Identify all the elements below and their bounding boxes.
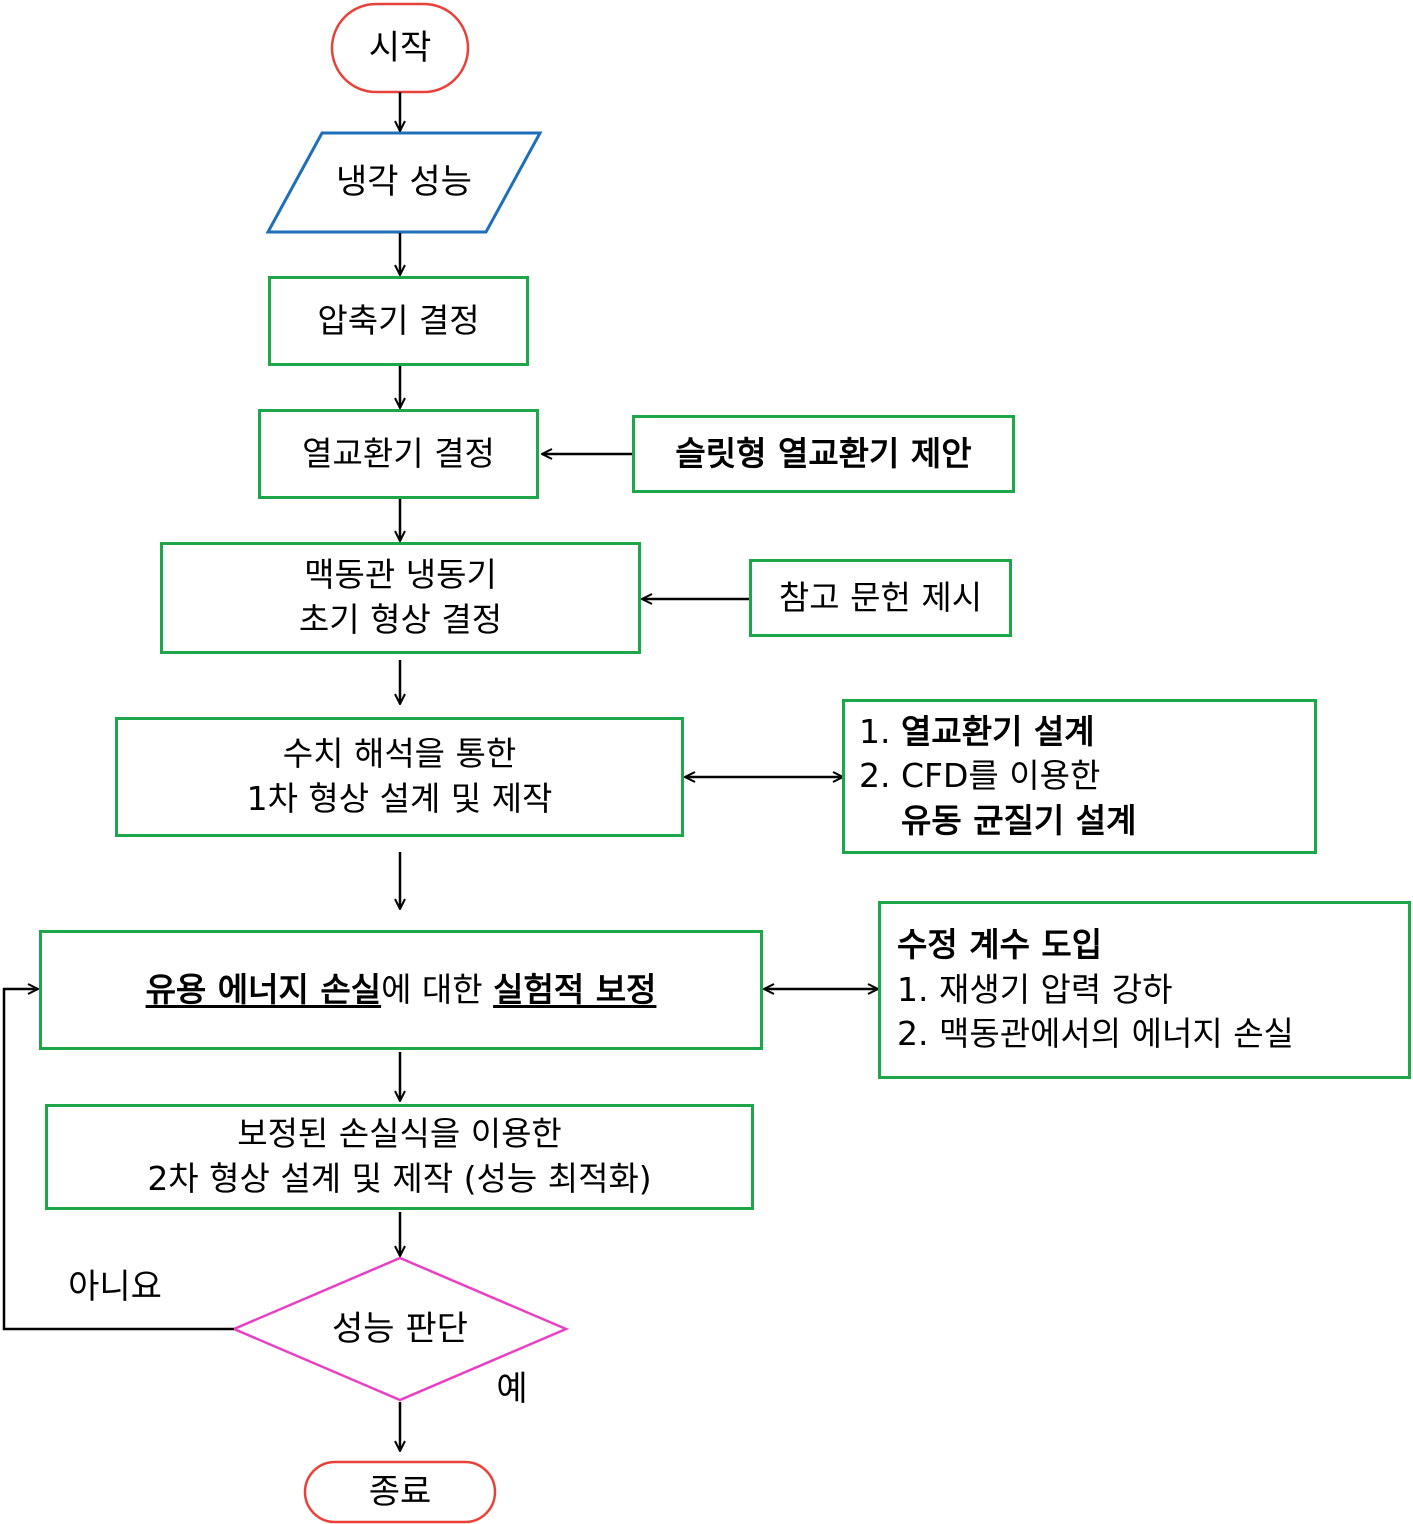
- input-text: 냉각 성능: [336, 162, 472, 203]
- coef-line-2: 2. 맥동관에서의 에너지 손실: [897, 1014, 1294, 1054]
- second-line-1: 보정된 손실식을 이용한: [237, 1114, 562, 1154]
- design-line-2: 2. CFD를 이용한: [859, 756, 1101, 796]
- pulse-init-line-2: 초기 형상 결정: [298, 600, 503, 639]
- calibration-box: 유용 에너지 손실에 대한 실험적 보정: [39, 930, 763, 1050]
- pulse-init-line-1: 맥동관 냉동기: [304, 555, 497, 595]
- yes-label: 예: [484, 1364, 540, 1414]
- calibration-part-2: 에 대한: [381, 969, 494, 1009]
- design-line-3: 유동 균질기 설계: [901, 800, 1137, 840]
- numerical-line-1: 수치 해석을 통한: [282, 734, 517, 774]
- coef-box: 수정 계수 도입 1. 재생기 압력 강하 2. 맥동관에서의 에너지 손실: [878, 901, 1411, 1079]
- input-parallelogram: [265, 131, 543, 234]
- end-label: 종료: [305, 1462, 495, 1522]
- slit-hex-box: 슬릿형 열교환기 제안: [632, 415, 1015, 493]
- decision-diamond: [230, 1256, 570, 1402]
- hex-text: 열교환기 결정: [302, 433, 495, 473]
- start-text: 시작: [368, 27, 432, 68]
- reference-box: 참고 문헌 제시: [749, 559, 1012, 637]
- compressor-box: 압축기 결정: [268, 276, 529, 366]
- design-l1-bold: 열교환기 설계: [900, 711, 1095, 751]
- calibration-part-1: 유용 에너지 손실: [145, 969, 382, 1009]
- coef-title: 수정 계수 도입: [897, 925, 1103, 965]
- end-terminal: [303, 1460, 497, 1524]
- arrow-no-feedback-loop: [2, 989, 234, 1331]
- calibration-text: 유용 에너지 손실에 대한 실험적 보정: [146, 968, 657, 1013]
- decision-text: 성능 판단: [332, 1308, 468, 1349]
- second-line-2: 2차 형상 설계 및 제작 (성능 최적화): [147, 1159, 652, 1198]
- pulse-init-box: 맥동관 냉동기 초기 형상 결정: [160, 542, 641, 654]
- design-l1-num: 1.: [859, 711, 901, 751]
- slit-hex-text: 슬릿형 열교환기 제안: [675, 433, 972, 473]
- second-design-box: 보정된 손실식을 이용한 2차 형상 설계 및 제작 (성능 최적화): [45, 1104, 754, 1210]
- design-box: 1. 열교환기 설계 2. CFD를 이용한 유동 균질기 설계: [842, 699, 1317, 854]
- calibration-part-3: 실험적 보정: [493, 969, 657, 1009]
- yes-text: 예: [496, 1368, 528, 1409]
- reference-text: 참고 문헌 제시: [778, 577, 983, 617]
- design-line-1: 1. 열교환기 설계: [859, 710, 1137, 755]
- compressor-text: 압축기 결정: [317, 300, 480, 340]
- numerical-box: 수치 해석을 통한 1차 형상 설계 및 제작: [115, 717, 684, 837]
- no-label: 아니요: [50, 1262, 180, 1312]
- hex-box: 열교환기 결정: [258, 409, 539, 499]
- input-label: 냉각 성능: [268, 133, 540, 232]
- numerical-line-2: 1차 형상 설계 및 제작: [246, 779, 553, 818]
- decision-label: 성능 판단: [234, 1290, 566, 1368]
- no-text: 아니요: [68, 1266, 162, 1307]
- end-text: 종료: [368, 1471, 432, 1512]
- start-label: 시작: [332, 4, 468, 92]
- coef-line-1: 1. 재생기 압력 강하: [897, 969, 1173, 1009]
